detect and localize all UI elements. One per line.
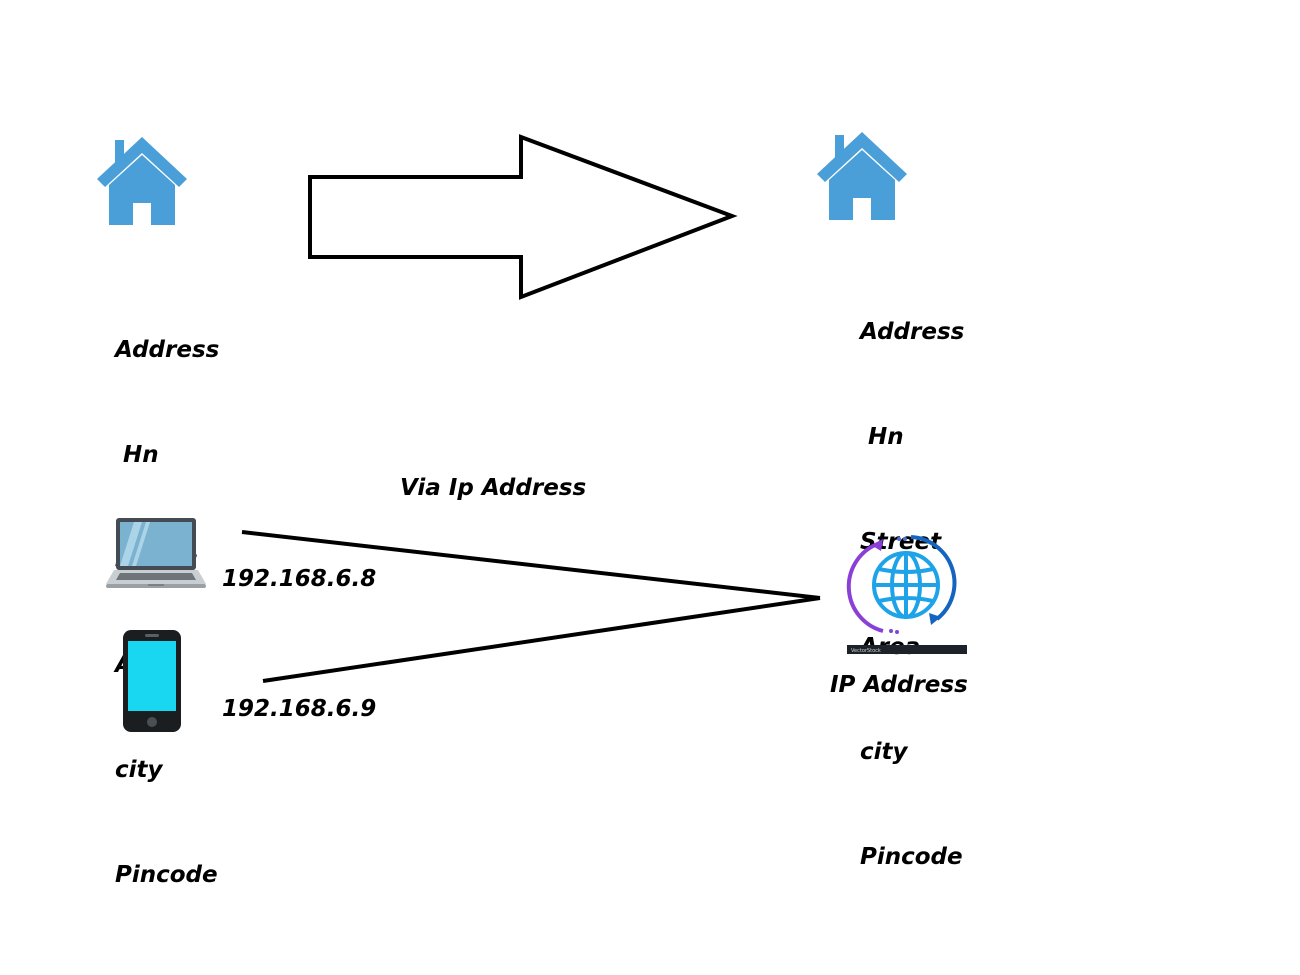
address-line: city (115, 757, 163, 783)
laptop-icon (106, 518, 206, 588)
via-label: Via Ip Address (400, 475, 587, 501)
laptop-ip-label: 192.168.6.8 (222, 566, 377, 592)
address-line: Hn (115, 442, 159, 468)
address-line: Pincode (860, 844, 963, 870)
address-line: Hn (860, 424, 904, 450)
laptop-connector-line (241, 530, 821, 600)
house-icon (97, 137, 187, 225)
smartphone-icon (123, 630, 181, 732)
ip-address-label: IP Address (830, 672, 968, 698)
dest-address-block: Address Hn Street Area city Pincode (860, 245, 964, 945)
globe-sync-icon: VectorStock (846, 535, 967, 654)
phone-connector-line (262, 596, 821, 683)
phone-ip-label: 192.168.6.9 (222, 696, 377, 722)
address-line: Pincode (115, 862, 218, 888)
house-icon (817, 132, 907, 220)
globe-caption: VectorStock (851, 648, 881, 654)
address-line: city (860, 739, 908, 765)
address-line: Address (115, 337, 220, 363)
address-line: Address (860, 319, 965, 345)
big-transfer-arrow (308, 134, 738, 300)
source-address-block: Address Hn Street Area city Pincode (115, 263, 219, 963)
